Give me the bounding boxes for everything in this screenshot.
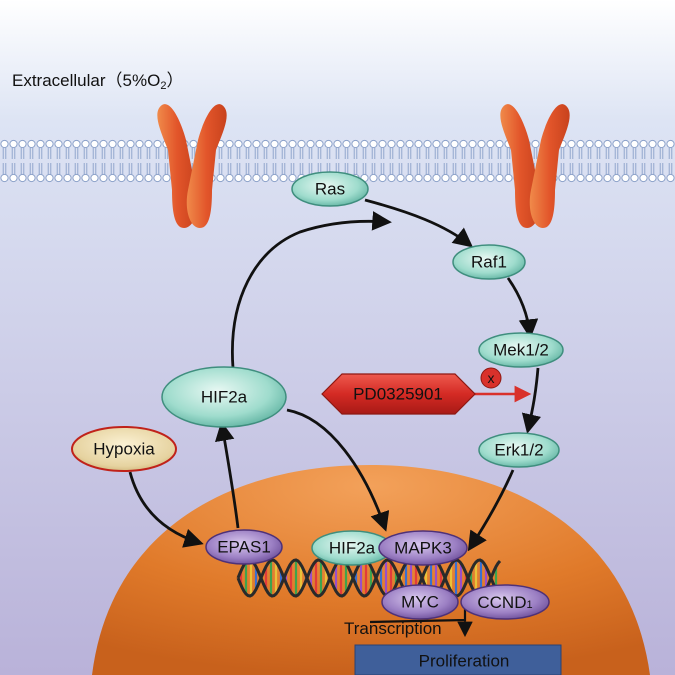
receptor-right	[500, 104, 570, 228]
svg-text:CCND1: CCND1	[477, 593, 532, 612]
proliferation-label: Proliferation	[419, 652, 510, 671]
arrow-hypoxia-to-epas1	[128, 471, 204, 548]
svg-text:Mek1/2: Mek1/2	[493, 341, 549, 360]
svg-text:HIF2a: HIF2a	[201, 388, 248, 407]
svg-text:Ras: Ras	[315, 180, 345, 199]
proliferation-bar: Proliferation	[354, 644, 562, 675]
node-hif2a: HIF2a	[161, 366, 287, 428]
node-raf1: Raf1	[452, 244, 526, 280]
svg-text:EPAS1: EPAS1	[217, 538, 271, 557]
receptor-left	[157, 104, 227, 228]
arrow-erk-to-mapk3	[467, 469, 515, 552]
arrow-raf1-to-mek	[506, 277, 539, 339]
svg-text:Raf1: Raf1	[471, 253, 507, 272]
svg-text:PD0325901: PD0325901	[353, 385, 443, 404]
transcription-label: Transcription	[344, 619, 442, 638]
svg-text:Erk1/2: Erk1/2	[494, 441, 543, 460]
node-ccnd1: CCND1	[460, 584, 550, 620]
inhibit-badge: x	[480, 367, 502, 389]
node-epas1: EPAS1	[205, 529, 283, 565]
svg-text:Hypoxia: Hypoxia	[93, 440, 155, 459]
node-erk: Erk1/2	[478, 432, 560, 468]
svg-text:HIF2a: HIF2a	[329, 539, 376, 558]
node-ras: Ras	[291, 171, 369, 207]
node-mapk3: MAPK3	[378, 530, 468, 566]
inhibitor-pd0325901: PD0325901	[321, 373, 476, 415]
arrow-hif2a-to-ras	[231, 211, 392, 369]
node-hypoxia: Hypoxia	[71, 426, 177, 472]
node-hif2a-nucleus: HIF2a	[311, 530, 393, 566]
arrow-mek-to-erk	[521, 367, 542, 434]
arrow-hif2a-to-nucleus	[286, 408, 390, 532]
node-myc: MYC	[381, 584, 459, 620]
svg-text:MYC: MYC	[401, 593, 439, 612]
svg-text:x: x	[488, 370, 495, 386]
extracellular-label: Extracellular（5%O2）	[12, 71, 183, 92]
svg-text:MAPK3: MAPK3	[394, 539, 452, 558]
node-mek: Mek1/2	[478, 332, 564, 368]
arrow-epas1-to-hif2a	[214, 421, 240, 529]
arrow-ras-to-raf1	[364, 198, 474, 248]
